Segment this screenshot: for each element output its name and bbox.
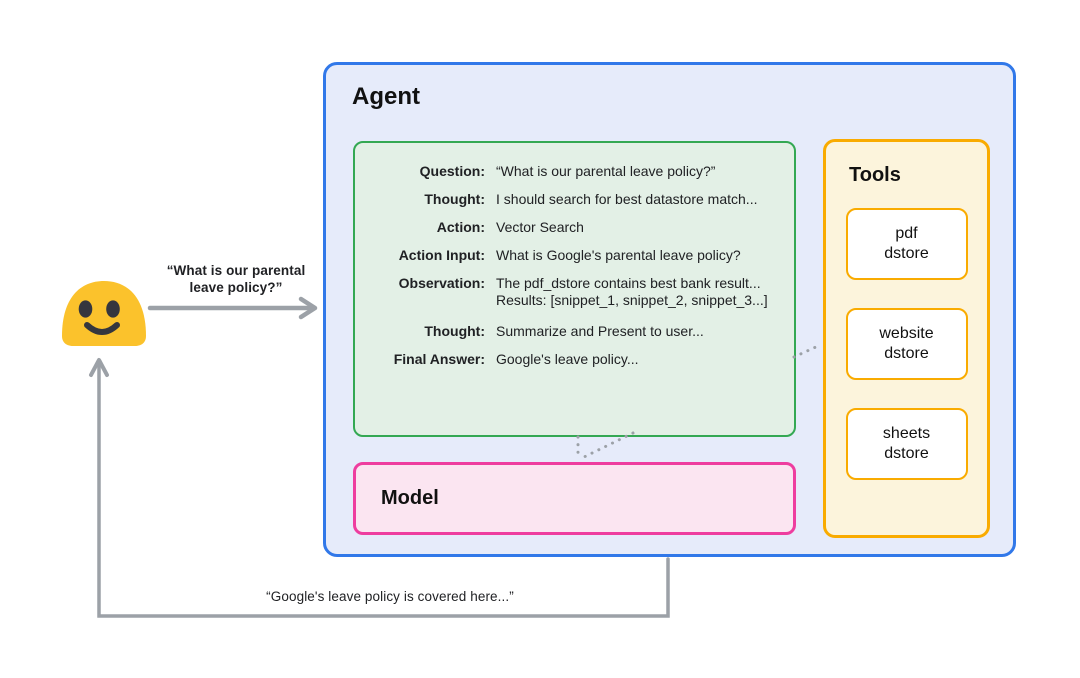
agent-response-label: “Google's leave policy is covered here..… [266,589,514,604]
tool-card-line: dstore [884,445,929,462]
smiling-face-icon [62,281,146,346]
agent-title: Agent [352,83,420,110]
trace-row-value: Google's leave policy... [496,351,639,367]
trace-row-value: I should search for best datastore match… [496,191,758,207]
emoji-body [62,281,146,346]
tool-card-sheets-dstore: sheets dstore [845,408,968,480]
tool-card-line: sheets [882,425,931,442]
trace-row-value: What is Google's parental leave policy? [496,247,741,263]
trace-row-observation: Observation: The pdf_dstore contains bes… [355,275,784,309]
trace-row-label: Action: [436,219,485,235]
reasoning-trace-box: Question: “What is our parental leave po… [353,141,796,437]
request-arrowhead-icon [298,296,318,320]
trace-row-value: “What is our parental leave policy?” [496,163,716,179]
trace-row-final-answer: Final Answer: Google's leave policy... [355,351,784,368]
tools-title: Tools [849,164,901,186]
trace-row-label: Final Answer: [393,351,485,367]
trace-row-action: Action: Vector Search [355,219,784,236]
model-title: Model [381,487,439,509]
trace-row-value: Vector Search [496,219,584,235]
trace-row-value: The pdf_dstore contains best bank result… [496,275,784,309]
tool-card-line: pdf [895,225,918,242]
trace-row-value: Summarize and Present to user... [496,323,704,339]
response-arrowhead-icon [89,358,109,377]
observation-line-1: The pdf_dstore contains best bank result… [496,275,761,291]
tool-card-pdf-dstore: pdf dstore [845,208,968,280]
trace-row-thought-2: Thought: Summarize and Present to user..… [355,323,784,340]
tool-card-website-dstore: website dstore [845,308,968,380]
trace-row-label: Question: [419,163,485,179]
trace-row-thought-1: Thought: I should search for best datast… [355,191,784,208]
tools-box: Tools pdf dstore website dstore sheets d… [823,139,990,538]
trace-row-label: Observation: [398,275,485,291]
trace-row-label: Thought: [424,323,485,339]
user-request-label: “What is our parental leave policy?” [166,263,306,295]
emoji-smile [84,322,120,335]
emoji-right-eye [106,300,120,318]
tool-card-line: dstore [884,245,929,262]
tool-card-line: dstore [884,345,929,362]
user-emoji [58,276,150,348]
trace-row-label: Action Input: [398,247,485,263]
trace-row-action-input: Action Input: What is Google's parental … [355,247,784,264]
observation-line-2: Results: [snippet_1, snippet_2, snippet_… [496,292,768,308]
tool-card-line: website [879,325,934,342]
trace-row-label: Thought: [424,191,485,207]
emoji-left-eye [78,300,93,318]
model-box: Model [353,462,796,535]
trace-row-question: Question: “What is our parental leave po… [355,163,784,180]
agent-container: Agent Question: “What is our parental le… [323,62,1016,557]
